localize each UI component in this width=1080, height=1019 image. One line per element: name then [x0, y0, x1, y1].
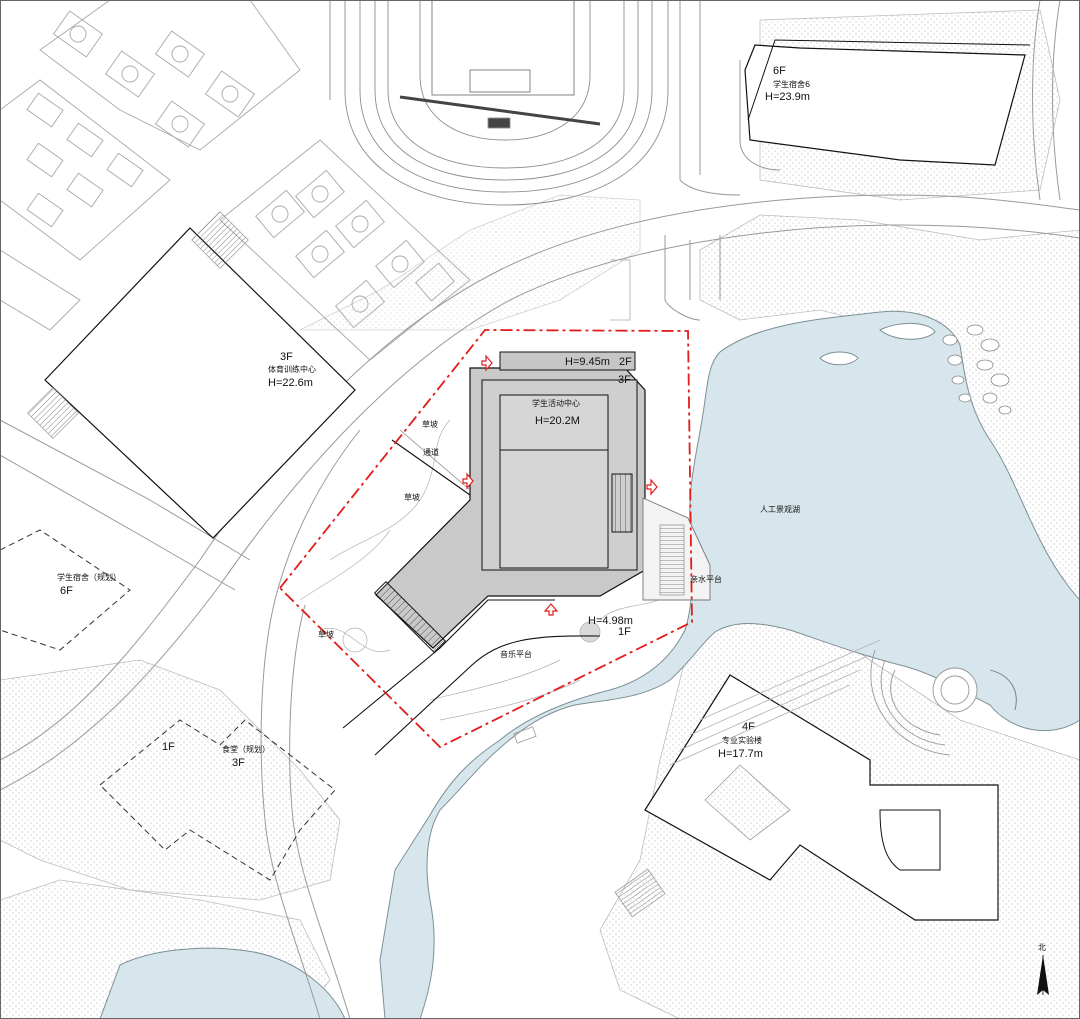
site-access-road — [342, 429, 601, 756]
activity-floors: 3F — [618, 374, 631, 386]
dorm6-height: H=23.9m — [765, 91, 810, 103]
entrance-markers — [462, 354, 658, 616]
entrance-arrow-icon — [481, 354, 493, 372]
north-arrow-icon: 北 — [1037, 943, 1049, 995]
sports-training-floors: 3F — [280, 351, 293, 363]
activity-wing-height: H=4.98m — [588, 615, 633, 627]
sports-training-center: 3F 体育训练中心 H=22.6m — [27, 211, 356, 539]
site-labels: 草坡 通道 草坡 草坡 音乐平台 亲水平台 人工景观湖 — [318, 419, 800, 659]
dorm-planned: 学生宿舍（规划） 6F — [0, 529, 131, 651]
amphitheater — [669, 639, 1017, 766]
lab-height: H=17.7m — [718, 748, 763, 760]
canteen-floors: 3F — [232, 757, 245, 769]
entrance-arrow-icon — [462, 472, 474, 490]
label-lawn-2: 草坡 — [404, 492, 420, 502]
lakeside-rocks — [942, 324, 1012, 415]
label-music-platform: 音乐平台 — [500, 649, 532, 659]
canteen-planned: 1F 食堂（规划） 3F — [99, 719, 336, 881]
lab-name: 专业实验楼 — [722, 735, 762, 745]
canteen-ground-floor: 1F — [162, 741, 175, 753]
label-lawn-3: 草坡 — [318, 629, 334, 639]
entrance-arrow-icon — [646, 478, 658, 496]
site-redline — [278, 329, 693, 749]
entrance-arrow-icon — [543, 603, 559, 616]
label-lawn-1: 草坡 — [422, 419, 438, 429]
north-label: 北 — [1038, 943, 1046, 952]
student-activity-center: H=9.45m 2F 3F 学生活动中心 H=20.2M H=4.98m 1F — [373, 351, 711, 654]
sports-training-height: H=22.6m — [268, 377, 313, 389]
sports-courts — [0, 0, 471, 361]
dorm6-building: 6F 学生宿舍6 H=23.9m — [744, 39, 1031, 166]
running-track — [344, 0, 669, 206]
activity-name: 学生活动中心 — [532, 398, 580, 408]
activity-wing-floors: 1F — [618, 626, 631, 638]
dorm-planned-name: 学生宿舍（规划） — [57, 572, 121, 582]
dorm6-floors: 6F — [773, 65, 786, 77]
activity-top-floors: 2F — [619, 356, 632, 368]
canteen-name: 食堂（规划） — [222, 744, 270, 754]
site-contours — [299, 419, 671, 721]
sports-training-name: 体育训练中心 — [268, 364, 316, 374]
label-path: 通道 — [423, 447, 439, 457]
lab-building: 4F 专业实验楼 H=17.7m — [644, 674, 999, 921]
label-waterside-platform: 亲水平台 — [690, 574, 722, 584]
label-lake: 人工景观湖 — [760, 505, 800, 514]
lab-floors: 4F — [742, 721, 755, 733]
activity-top-height: H=9.45m — [565, 356, 610, 368]
dorm-planned-floors: 6F — [60, 585, 73, 597]
misc-structures — [513, 259, 666, 918]
lake-water — [99, 310, 1080, 1019]
dorm6-name: 学生宿舍6 — [773, 79, 810, 89]
activity-height: H=20.2M — [535, 415, 580, 427]
